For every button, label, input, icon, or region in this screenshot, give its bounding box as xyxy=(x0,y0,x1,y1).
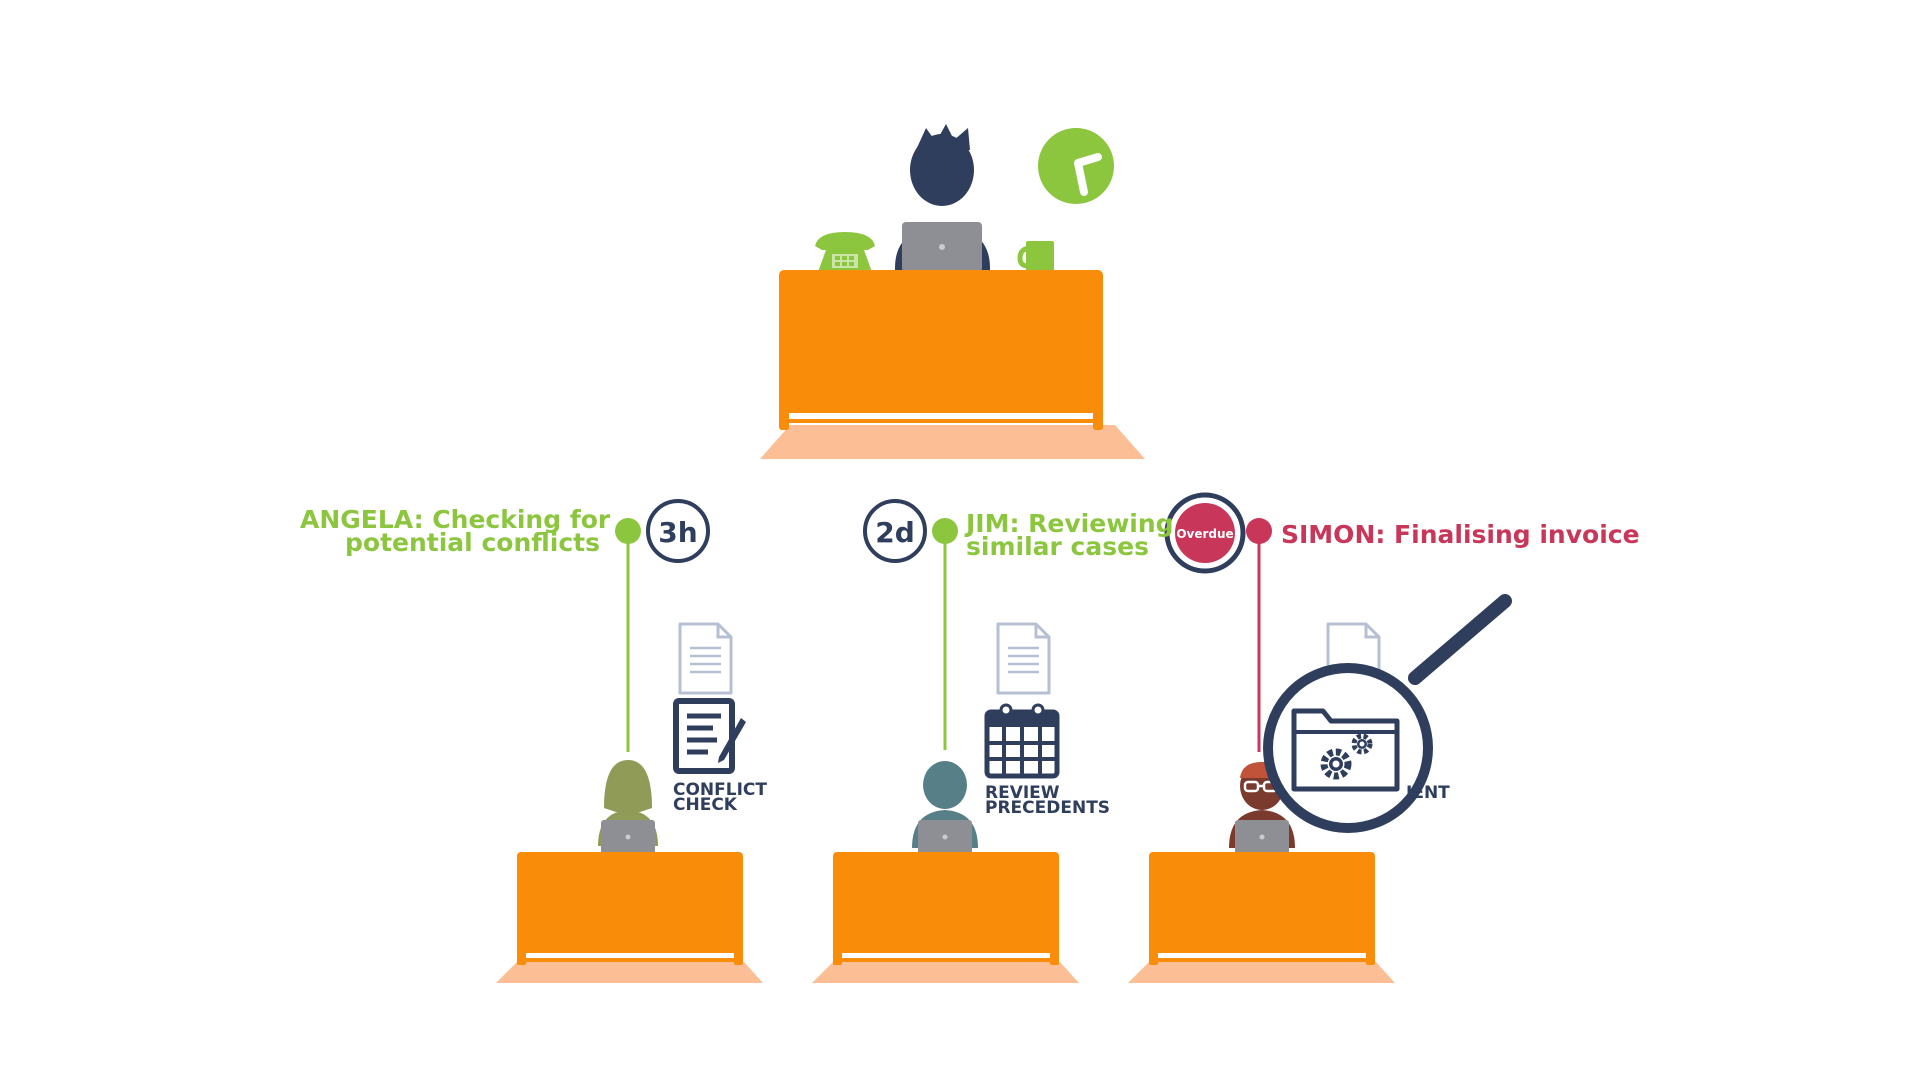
jim-time-badge: 2d xyxy=(863,499,927,563)
mug-icon xyxy=(1017,241,1054,272)
angela-desk-shadow xyxy=(496,962,763,983)
jim-task-label-line1: JIM: Reviewing xyxy=(966,509,1174,538)
laptop-icon xyxy=(601,820,655,854)
jim-status-dot xyxy=(932,518,958,544)
simon-desk xyxy=(1149,852,1375,965)
review-precedents-label: REVIEW PRECEDENTS xyxy=(985,783,1111,818)
conflict-check-label-line1: CONFLICT xyxy=(673,780,767,800)
conflict-check-label: CONFLICT CHECK xyxy=(673,780,767,815)
angela-task-label-line1: ANGELA: Checking for xyxy=(300,505,611,534)
simon-workstation: Overdue xyxy=(1128,492,1512,983)
review-precedents-label-line2: PRECEDENTS xyxy=(985,798,1111,818)
manager-desk xyxy=(779,270,1103,430)
jim-time-badge-text: 2d xyxy=(875,516,915,549)
calendar-icon xyxy=(984,703,1060,779)
angela-workstation: 3h xyxy=(496,499,763,983)
simon-task-label-line1: SIMON: Finalising invoice xyxy=(1281,520,1640,549)
document-edit-icon xyxy=(673,698,746,774)
gear-icon xyxy=(1320,748,1352,780)
angela-status-dot xyxy=(615,518,641,544)
jim-task-label: JIM: Reviewing similar cases xyxy=(966,509,1174,561)
simon-overdue-badge: Overdue xyxy=(1164,492,1246,574)
folder-gears-icon xyxy=(1291,708,1400,792)
document-icon xyxy=(678,622,733,695)
manager-desk-shadow xyxy=(760,425,1145,459)
simon-desk-shadow xyxy=(1128,962,1395,983)
jim-desk xyxy=(833,852,1059,965)
document-icon xyxy=(996,622,1051,695)
telephone-icon xyxy=(815,232,875,272)
simon-doc-label-partial: IENT xyxy=(1406,783,1450,803)
jim-workstation: 2d xyxy=(812,499,1079,983)
simon-status-dot xyxy=(1246,518,1272,544)
angela-time-badge-text: 3h xyxy=(658,516,697,549)
clock-icon xyxy=(1038,128,1114,204)
angela-desk xyxy=(517,852,743,965)
laptop-icon xyxy=(1235,820,1289,854)
review-precedents-label-line1: REVIEW xyxy=(985,783,1060,803)
laptop-icon xyxy=(918,820,972,854)
jim-desk-shadow xyxy=(812,962,1079,983)
angela-time-badge: 3h xyxy=(646,499,710,563)
manager-workstation xyxy=(760,124,1145,459)
jim-task-label-line2: similar cases xyxy=(966,532,1149,561)
simon-doc-label: IENT xyxy=(1406,783,1450,803)
gear-icon xyxy=(1351,733,1373,755)
laptop-icon xyxy=(902,222,982,272)
angela-task-label-line2: potential conflicts xyxy=(345,528,600,557)
angela-task-label: ANGELA: Checking for potential conflicts xyxy=(300,505,611,557)
conflict-check-label-line2: CHECK xyxy=(673,795,737,815)
simon-overdue-badge-text: Overdue xyxy=(1176,527,1233,541)
simon-task-label: SIMON: Finalising invoice xyxy=(1281,520,1640,549)
